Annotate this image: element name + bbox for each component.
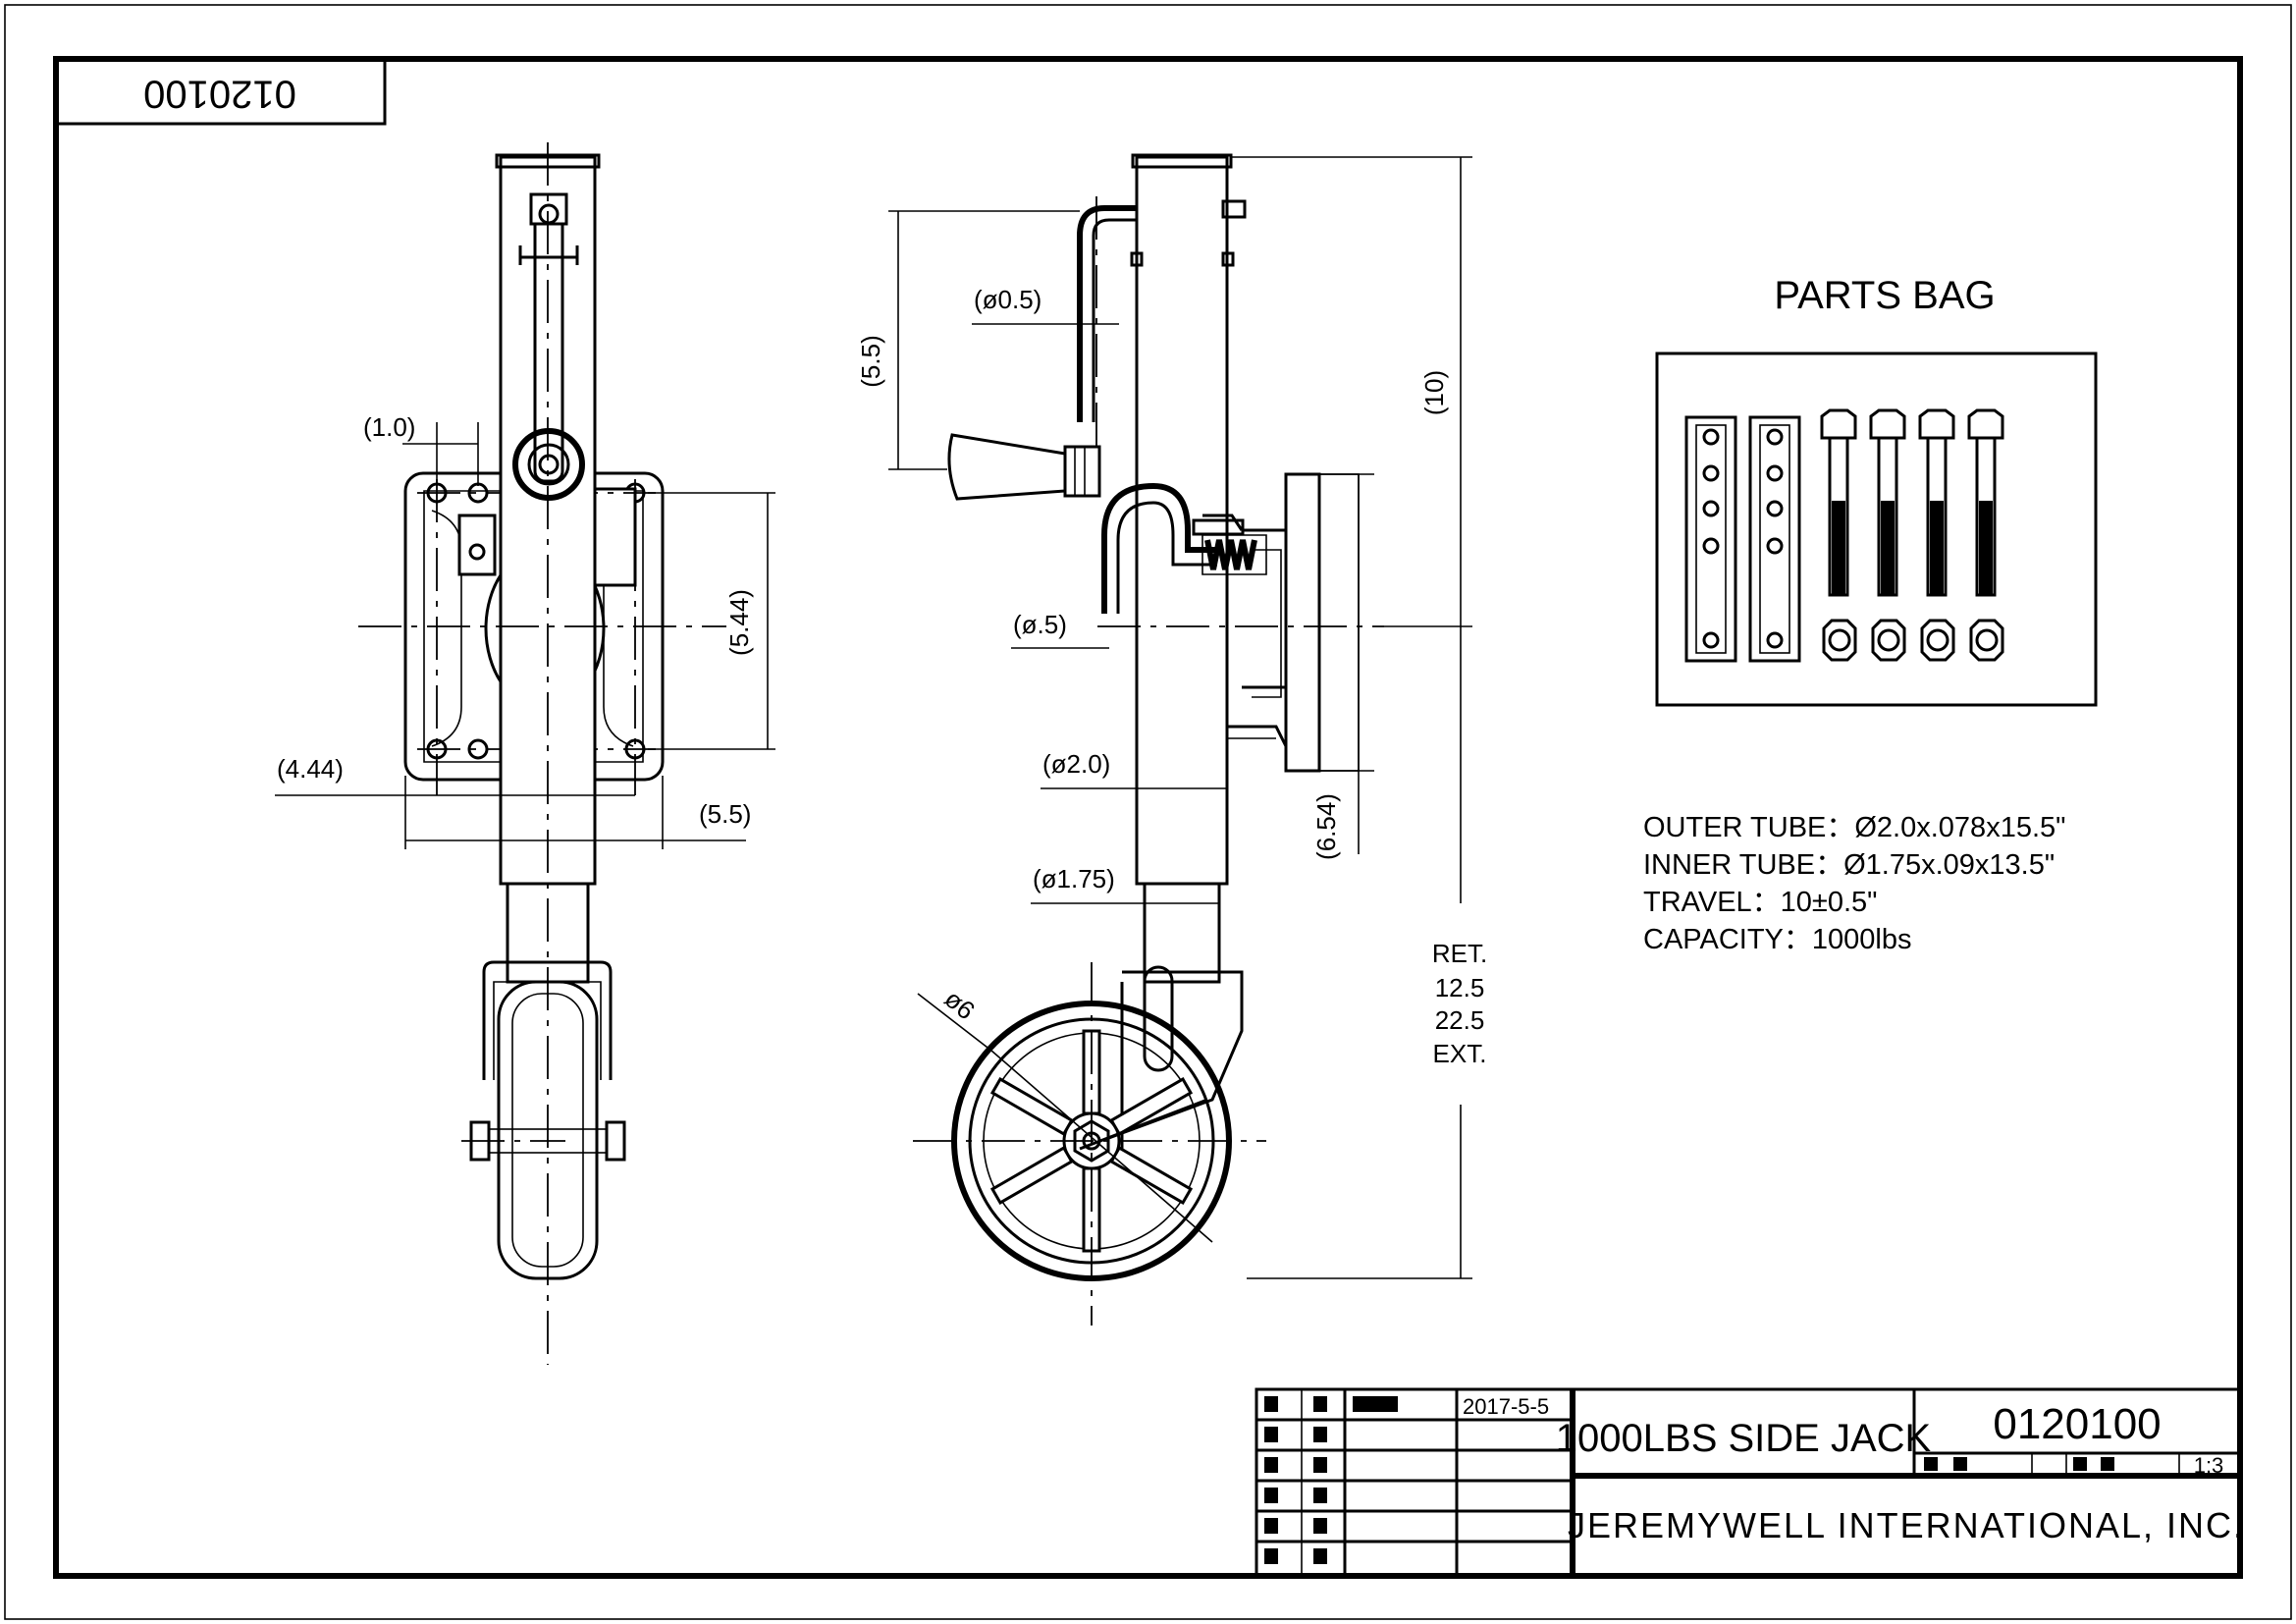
mirrored-drawing-number: 0120100 — [143, 72, 296, 115]
spec-outer-tube: OUTER TUBE：Ø2.0x.078x15.5" — [1643, 812, 2065, 843]
front-dim-4-44: (4.44) — [277, 754, 344, 784]
title-block-scale: 1:3 — [2194, 1453, 2224, 1478]
parts-bag: PARTS BAG — [1655, 274, 2098, 707]
side-dim-upper-10: (10) — [1419, 370, 1449, 415]
front-dim-5-5: (5.5) — [699, 799, 751, 829]
side-dim-crank-0-5: (ø0.5) — [974, 285, 1041, 314]
travel-label: RET. 12.5 22.5 EXT. — [1432, 939, 1487, 1068]
title-block-product-name: 1000LBS SIDE JACK — [1556, 1417, 1932, 1460]
title-block-label-marks — [1264, 1396, 2114, 1564]
side-dim-handle-5-5: (5.5) — [856, 335, 885, 387]
specifications: OUTER TUBE：Ø2.0x.078x15.5" INNER TUBE：Ø1… — [1643, 812, 2065, 955]
title-block-date: 2017-5-5 — [1463, 1394, 1549, 1419]
front-dim-1-0: (1.0) — [363, 412, 415, 442]
title-block-company: JEREMYWELL INTERNATIONAL, INC. — [1568, 1505, 2245, 1545]
front-dim-5-44: (5.44) — [724, 589, 754, 656]
spec-inner-tube: INNER TUBE：Ø1.75x.09x13.5" — [1643, 849, 2055, 881]
side-view: (5.5) (ø0.5) (ø.5) (ø2.0) (ø1.75) ø6 (6.… — [856, 153, 2245, 1578]
parts-bolts — [1820, 408, 2004, 597]
front-view: (1.0) (5.44) (4.44) (5.5) — [275, 142, 775, 1365]
side-dim-pin-0-5: (ø.5) — [1013, 610, 1067, 639]
side-dim-inner-1-75: (ø1.75) — [1033, 864, 1115, 893]
spec-capacity: CAPACITY：1000lbs — [1643, 924, 1911, 955]
spec-travel: TRAVEL：10±0.5" — [1643, 887, 1877, 918]
side-dim-outer-2-0: (ø2.0) — [1042, 749, 1110, 779]
side-dim-plate-6-54: (6.54) — [1311, 793, 1341, 860]
side-dim-wheel-6: ø6 — [939, 984, 982, 1025]
parts-plates — [1684, 415, 1801, 663]
travel-ret-value: 12.5 — [1435, 973, 1485, 1002]
title-block: 2017-5-5 1000LBS SIDE JACK 0120100 1:3 J… — [1255, 1387, 2245, 1578]
travel-ret-label: RET. — [1432, 939, 1487, 968]
title-block-drawing-number: 0120100 — [1993, 1400, 2161, 1448]
parts-bag-title: PARTS BAG — [1774, 274, 1995, 317]
travel-ext-label: EXT. — [1433, 1039, 1487, 1068]
travel-ext-value: 22.5 — [1435, 1005, 1485, 1035]
spring: (5.5) (ø0.5) (ø.5) (ø2.0) (ø1.75) ø6 (6.… — [856, 156, 1487, 1326]
drawing-frame: 0120100 — [4, 4, 2292, 1620]
parts-nuts — [1822, 619, 2004, 662]
